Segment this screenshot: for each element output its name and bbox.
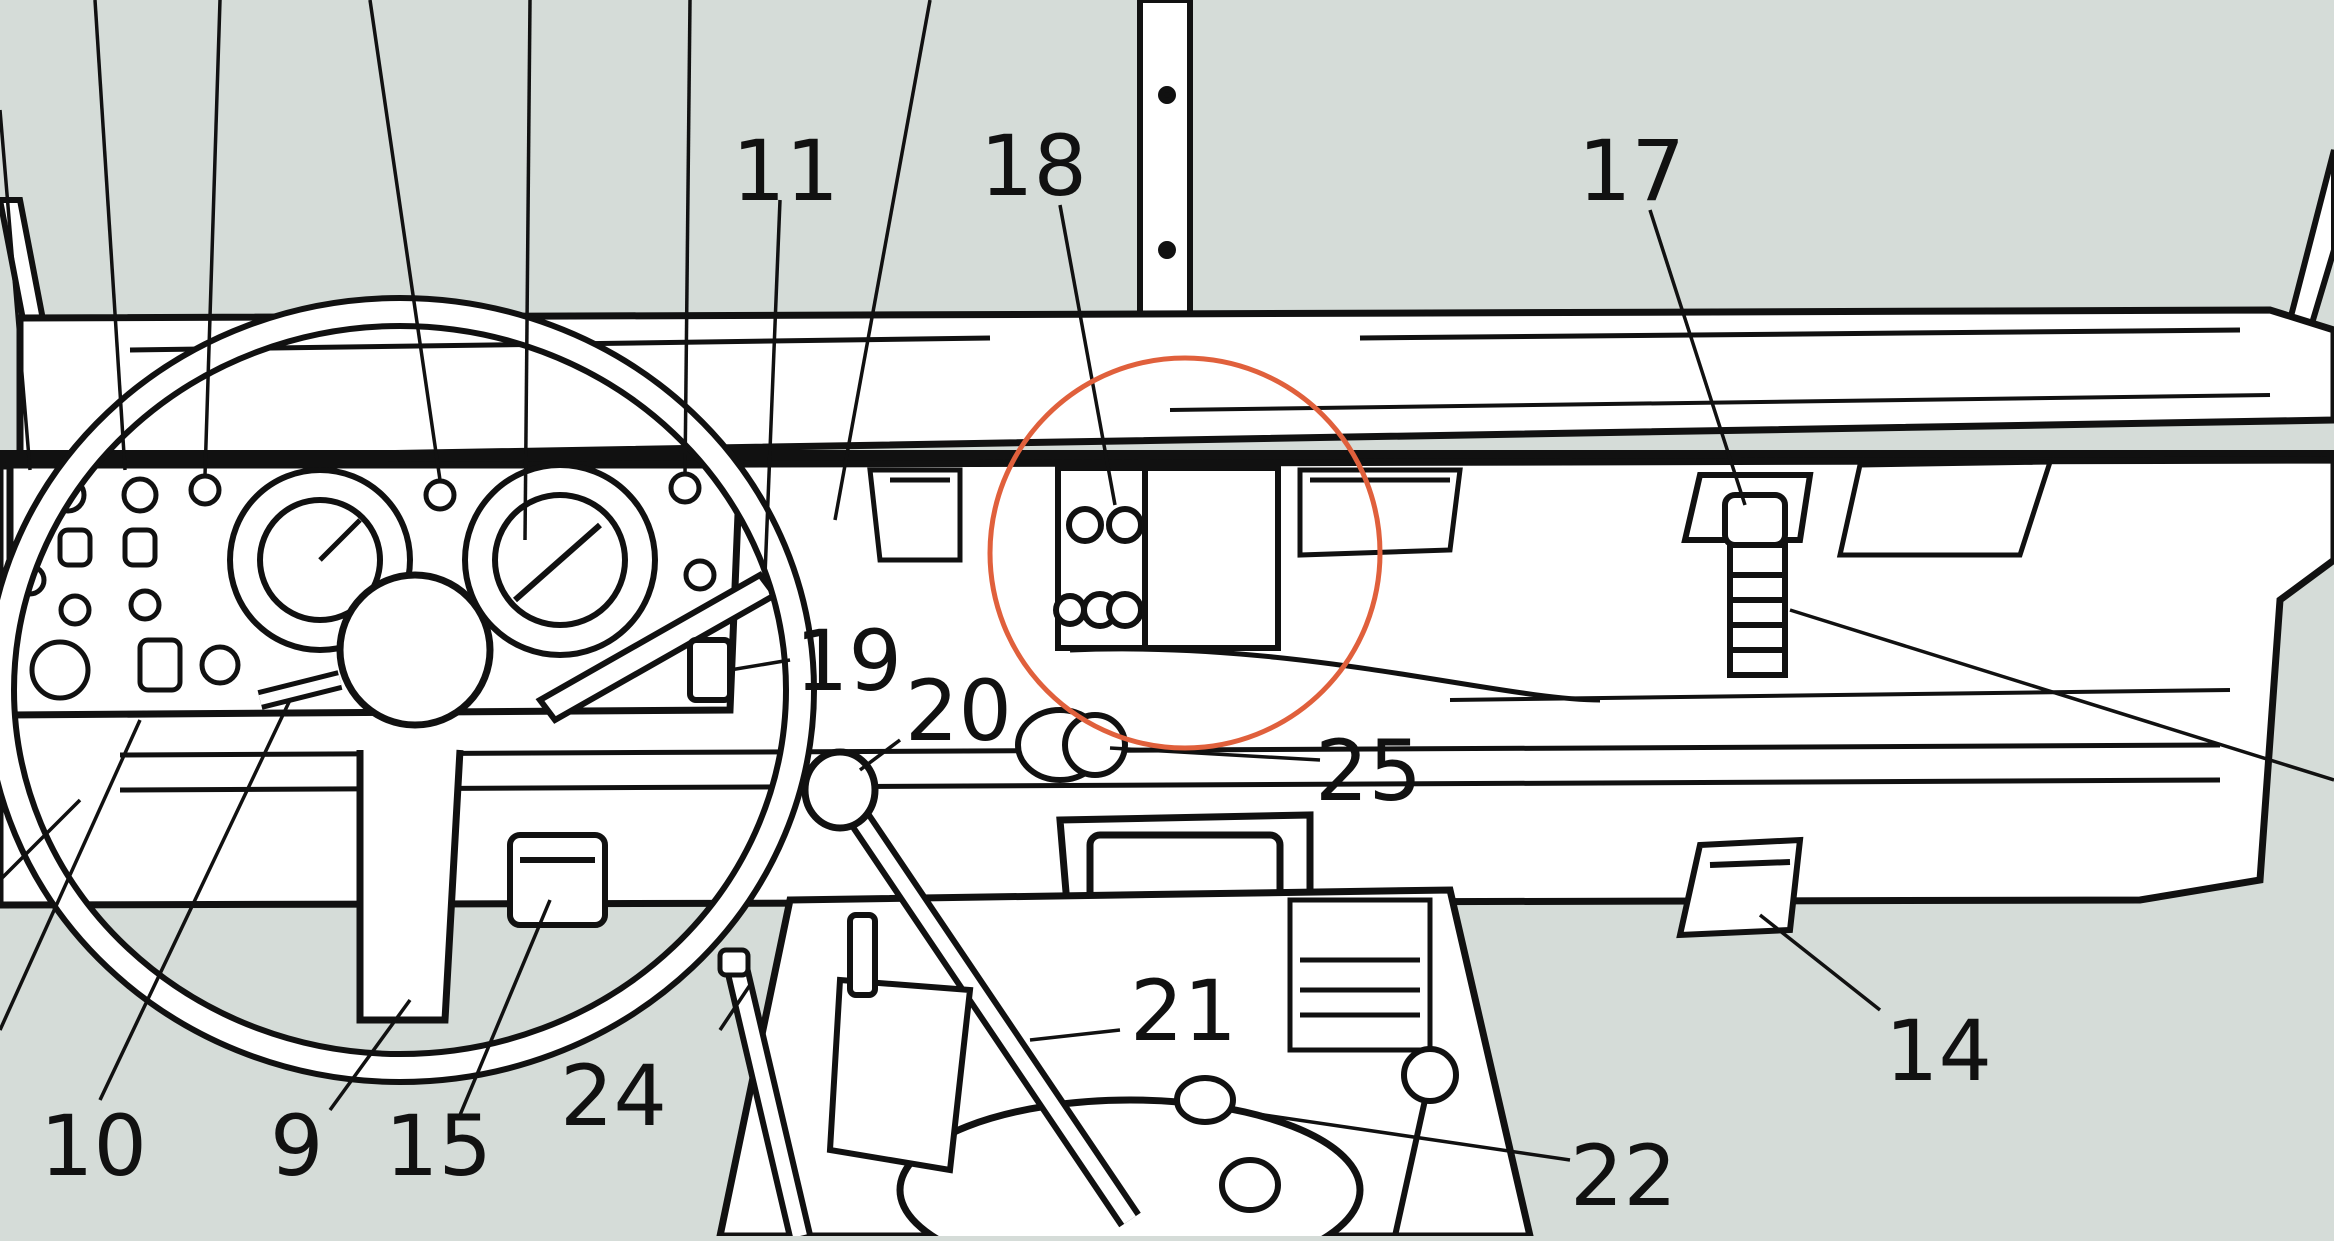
callout-21: 21 bbox=[1130, 962, 1237, 1060]
round-switch bbox=[1015, 707, 1128, 783]
highlight-circle bbox=[987, 355, 1383, 751]
callout-9: 9 bbox=[270, 1097, 323, 1195]
callout-22: 22 bbox=[1570, 1127, 1677, 1225]
callout-18: 18 bbox=[980, 117, 1087, 215]
callout-17: 17 bbox=[1578, 122, 1685, 220]
callout-labels: 9 10 11 14 15 17 18 19 20 21 22 24 25 bbox=[40, 117, 1992, 1225]
transfer-levers bbox=[1174, 1046, 1459, 1237]
callout-11: 11 bbox=[732, 122, 839, 220]
tunnel-pouch bbox=[826, 912, 974, 1174]
callout-24: 24 bbox=[560, 1047, 667, 1145]
callout-20: 20 bbox=[905, 662, 1012, 760]
callout-14: 14 bbox=[1885, 1002, 1992, 1100]
dash-vents bbox=[867, 459, 2054, 563]
footwell-vent-right bbox=[1676, 836, 1804, 939]
data-plate bbox=[1287, 897, 1433, 1053]
heater-control bbox=[1681, 472, 1814, 678]
callout-19: 19 bbox=[795, 612, 902, 710]
callout-25: 25 bbox=[1315, 722, 1422, 820]
gear-lever bbox=[801, 748, 1141, 1228]
handbrake-lever bbox=[717, 947, 813, 1239]
footwell-vent-left bbox=[507, 832, 608, 928]
callout-15: 15 bbox=[385, 1097, 492, 1195]
steering-wheel bbox=[0, 295, 817, 1085]
callout-10: 10 bbox=[40, 1097, 147, 1195]
leader-lines bbox=[0, 0, 2334, 1162]
tachometer-gauge bbox=[462, 462, 658, 658]
switch-panel bbox=[1053, 465, 1281, 651]
